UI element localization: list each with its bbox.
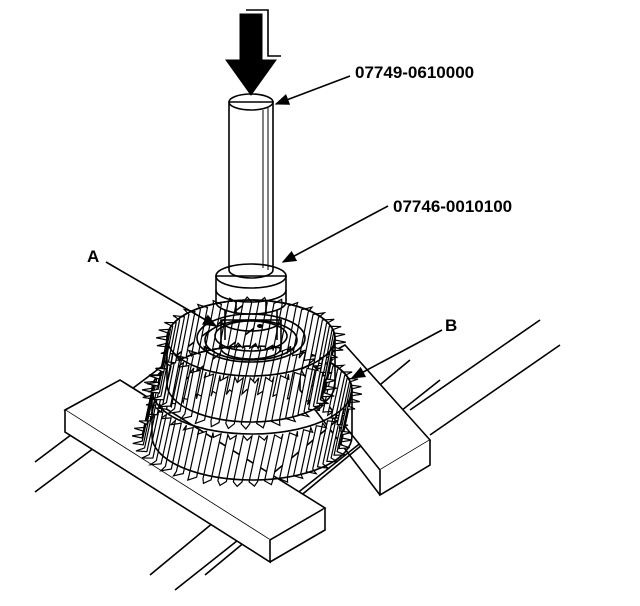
part-a-label: A bbox=[87, 247, 99, 266]
attachment-tool-label: 07746-0010100 bbox=[393, 197, 512, 216]
gear-small-tooth bbox=[303, 311, 327, 365]
gear-b-tooth bbox=[232, 434, 253, 488]
gear-b-tooth bbox=[131, 387, 154, 439]
gear-small-tooth bbox=[151, 349, 174, 401]
gear-small-tooth bbox=[291, 306, 314, 359]
gear-small-tooth bbox=[248, 296, 268, 351]
leader-part-a bbox=[105, 261, 218, 327]
gear-small bbox=[147, 296, 346, 430]
leader-driver-tool bbox=[274, 75, 351, 105]
gear-small-tooth bbox=[163, 314, 186, 368]
gear-small-tooth bbox=[147, 335, 169, 387]
leader-lines bbox=[105, 75, 443, 379]
gear-small-tooth bbox=[312, 318, 335, 371]
attachment-tool bbox=[215, 263, 287, 360]
driver-shaft bbox=[228, 93, 274, 279]
gear-small-tooth bbox=[173, 308, 196, 362]
gear-small-tooth bbox=[297, 364, 320, 418]
gear-b-tooth bbox=[202, 432, 222, 485]
gear-small-top-face bbox=[166, 299, 336, 377]
leader-part-b bbox=[350, 329, 443, 379]
gear-small-tooth bbox=[321, 346, 344, 398]
gear-b-tooth bbox=[326, 411, 349, 463]
gear-b-tooth bbox=[159, 418, 183, 472]
driver-tool-label: 07749-0610000 bbox=[355, 63, 474, 82]
gear-b-tooth bbox=[340, 384, 362, 436]
gear-small-tooth bbox=[210, 375, 229, 428]
gear-b-tooth bbox=[248, 434, 269, 487]
press-arrow bbox=[225, 9, 281, 96]
gear-b-tooth bbox=[186, 429, 208, 482]
gear-b-tooth bbox=[172, 424, 195, 477]
gear-b-tooth bbox=[338, 398, 360, 450]
gear-b-tooth bbox=[305, 421, 328, 475]
leader-attachment-tool bbox=[281, 205, 389, 263]
gear-small-tooth bbox=[233, 296, 253, 350]
gear-small-tooth bbox=[256, 376, 275, 429]
gear-small-tooth bbox=[240, 376, 260, 430]
gear-b-tooth bbox=[336, 377, 359, 429]
part-b-label: B bbox=[445, 316, 457, 335]
gear-small-tooth bbox=[323, 332, 346, 384]
gear-small-tooth bbox=[225, 375, 245, 430]
gear-small-tooth bbox=[319, 325, 342, 377]
gear-b-tooth bbox=[134, 380, 156, 432]
gear-b-tooth bbox=[217, 432, 238, 487]
gear-small-tooth bbox=[194, 371, 215, 425]
gear-small-tooth bbox=[149, 328, 172, 380]
gear-small-tooth bbox=[179, 367, 202, 420]
